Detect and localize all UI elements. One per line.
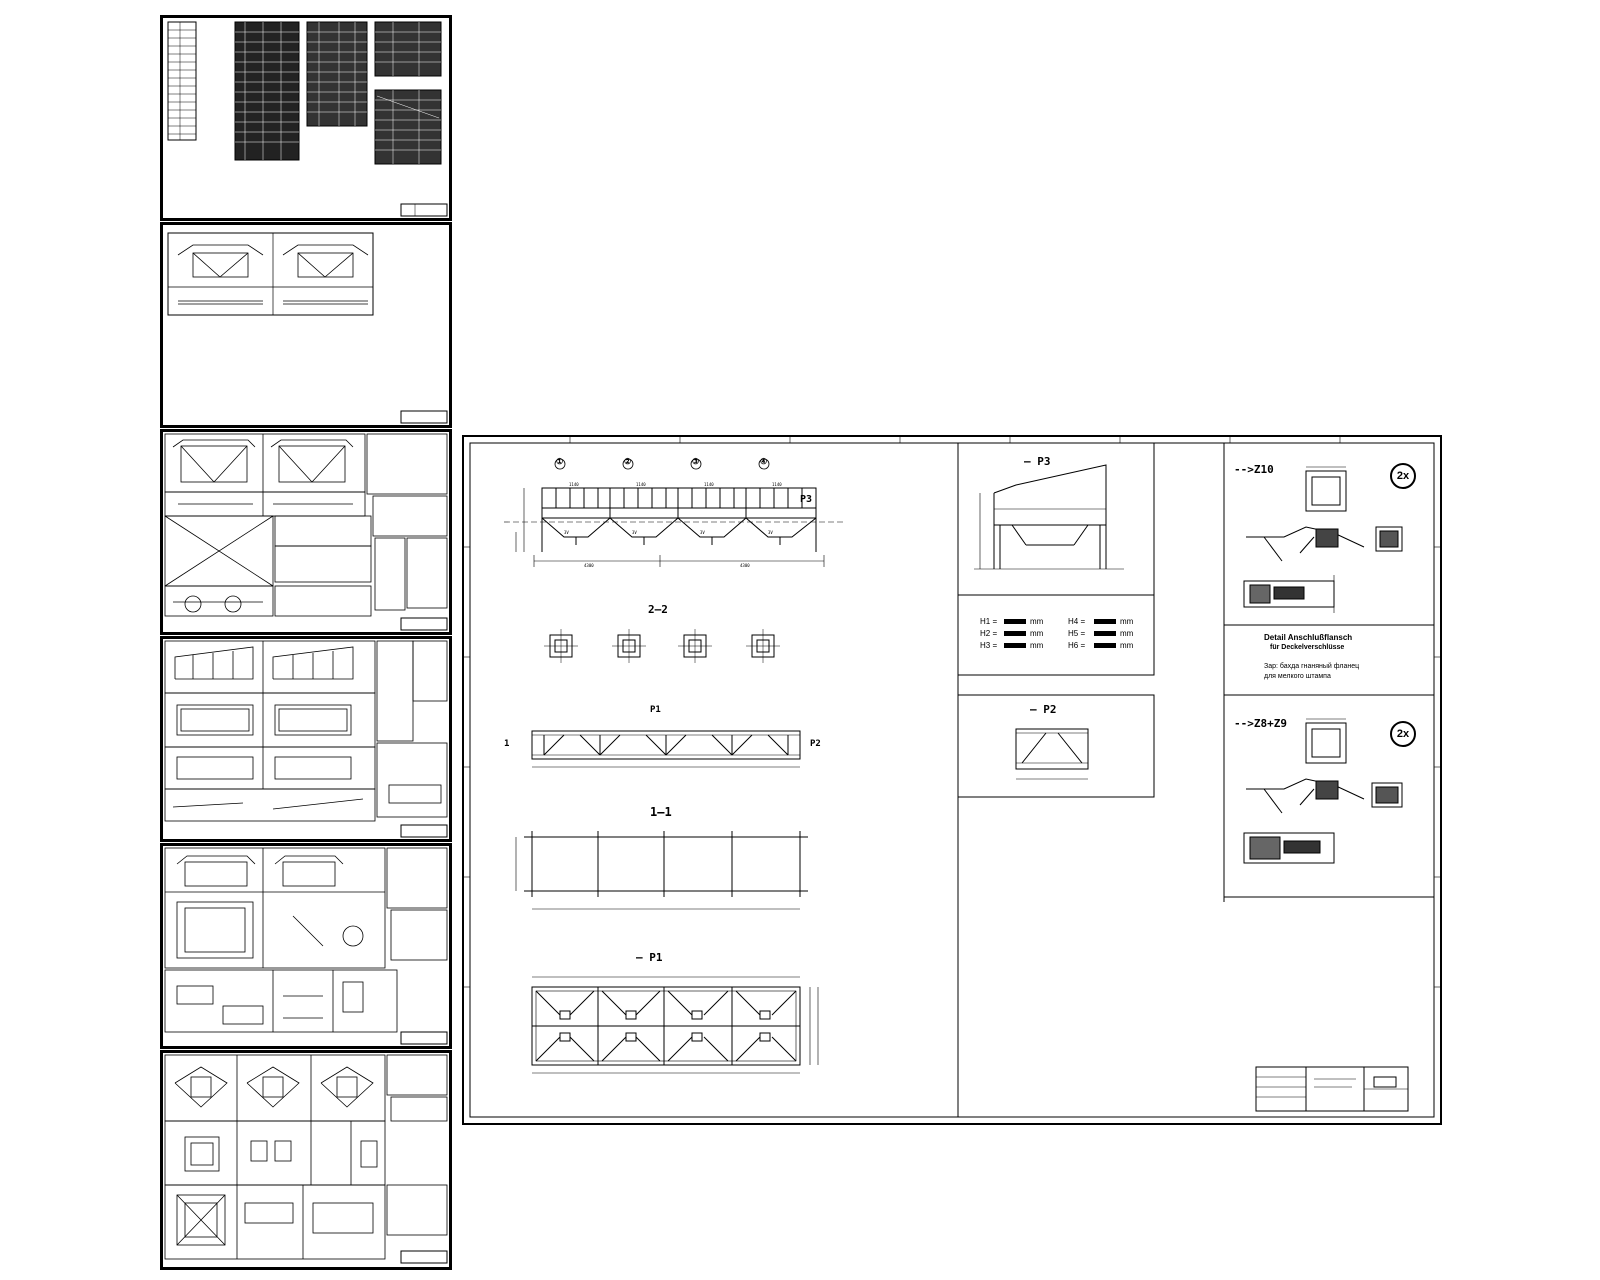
h4-unit: mm <box>1120 617 1134 626</box>
h5-label: H5 = <box>1068 629 1086 638</box>
h3-unit: mm <box>1030 641 1044 650</box>
hopper-parts-drawing <box>164 640 448 838</box>
details-drawing <box>167 232 448 424</box>
axis-marker-3: ③ <box>692 457 700 466</box>
z8z9-detail-title: -->Z8+Z9 <box>1234 717 1287 730</box>
frame-parts-drawing <box>164 847 448 1045</box>
svg-text:1140: 1140 <box>772 482 782 487</box>
sheet-schedules <box>160 15 452 221</box>
flange-note-line2: для мелкого штампа <box>1264 673 1331 680</box>
p1-left-marker: 1 <box>504 739 510 749</box>
h4-label: H4 = <box>1068 617 1086 626</box>
sheet-details <box>160 222 452 428</box>
sheet-frame-parts <box>160 843 452 1049</box>
assembly-drawing <box>164 433 448 631</box>
p3-detail-label: — P3 <box>1024 455 1051 468</box>
svg-text:1140: 1140 <box>704 482 714 487</box>
flange-note-title: Detail Anschlußflansch <box>1264 633 1353 642</box>
z10-detail-title: -->Z10 <box>1234 463 1274 476</box>
h1-unit: mm <box>1030 617 1044 626</box>
flange-note-line1: Зар: бахда гнаняный фланец <box>1264 663 1360 670</box>
h6-label: H6 = <box>1068 641 1086 650</box>
h6-unit: mm <box>1120 641 1134 650</box>
p3-view-label: P3 <box>800 494 813 505</box>
svg-text:3V: 3V <box>564 530 569 535</box>
sheet-flange-parts <box>160 1050 452 1270</box>
p2-detail-label: — P2 <box>1030 703 1057 716</box>
svg-text:3V: 3V <box>768 530 773 535</box>
section-2-2-label: 2—2 <box>648 603 668 616</box>
flange-parts-drawing <box>164 1054 448 1264</box>
h3-label: H3 = <box>980 641 998 650</box>
svg-text:3V: 3V <box>632 530 637 535</box>
p1-plan-label: — P1 <box>636 951 663 964</box>
h5-unit: mm <box>1120 629 1134 638</box>
axis-marker-2: ② <box>624 457 632 466</box>
sheet-hopper-parts <box>160 636 452 842</box>
z10-multiplier-badge: 2x <box>1390 463 1416 489</box>
sheet-assembly <box>160 429 452 635</box>
schedules-drawing <box>167 21 448 217</box>
axis-marker-4: ④ <box>760 457 768 466</box>
flange-note-subtitle: für Deckelverschlüsse <box>1270 644 1345 651</box>
svg-text:4300: 4300 <box>584 563 594 568</box>
h2-unit: mm <box>1030 629 1044 638</box>
svg-text:1140: 1140 <box>636 482 646 487</box>
svg-text:4300: 4300 <box>740 563 750 568</box>
z8z9-multiplier-badge: 2x <box>1390 721 1416 747</box>
main-sheet-drawing: 1140 1140 1140 1140 3V 3V 3V 3V 4300 4300 <box>464 437 1440 1118</box>
svg-text:3V: 3V <box>700 530 705 535</box>
p1-elevation-label: P1 <box>650 705 661 715</box>
h1-label: H1 = <box>980 617 998 626</box>
p1-right-marker: P2 <box>810 739 821 749</box>
svg-text:1140: 1140 <box>569 482 579 487</box>
h2-label: H2 = <box>980 629 998 638</box>
section-1-1-label: 1—1 <box>650 805 672 819</box>
main-sheet: 1140 1140 1140 1140 3V 3V 3V 3V 4300 4300 <box>462 435 1442 1125</box>
axis-marker-1: ① <box>556 457 564 466</box>
